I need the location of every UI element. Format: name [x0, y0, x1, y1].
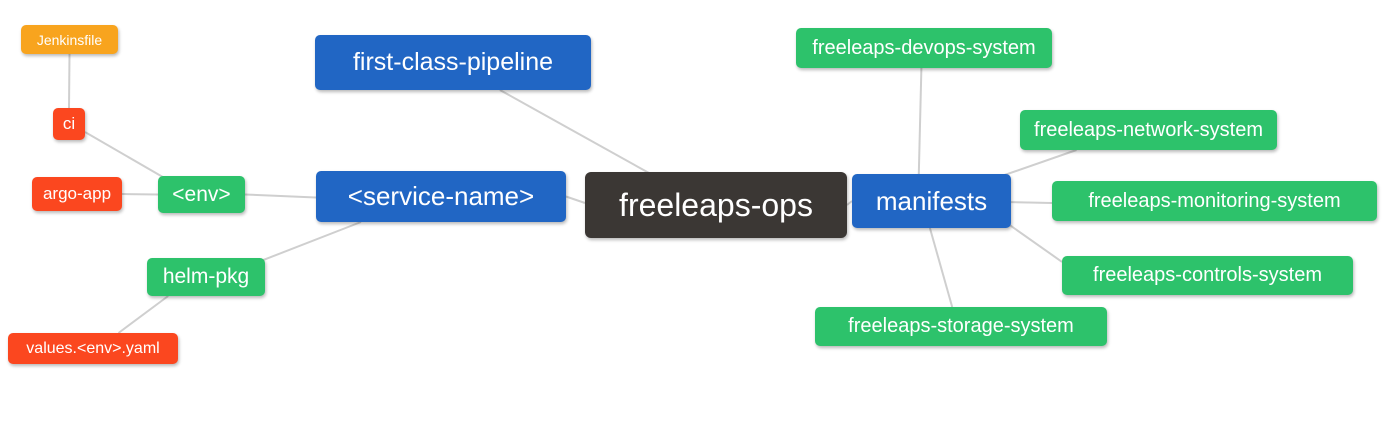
node-label: freeleaps-network-system: [1034, 118, 1263, 141]
node-label: freeleaps-storage-system: [848, 315, 1074, 337]
edge-values-env-yaml--helm-pkg: [117, 295, 169, 334]
node-freeleaps-ops[interactable]: freeleaps-ops: [585, 172, 847, 238]
edge-first-class-pipeline--freeleaps-ops: [499, 89, 654, 177]
node-label: freeleaps-controls-system: [1093, 264, 1322, 286]
node-freeleaps-devops-system[interactable]: freeleaps-devops-system: [796, 28, 1052, 68]
node-freeleaps-network-system[interactable]: freeleaps-network-system: [1020, 110, 1277, 150]
edge-manifests--freeleaps-devops-system: [917, 67, 923, 175]
node-label: manifests: [875, 185, 988, 216]
node-label: ci: [62, 114, 76, 133]
node-values-env-yaml[interactable]: values.<env>.yaml: [8, 333, 178, 364]
node-helm-pkg[interactable]: helm-pkg: [147, 258, 265, 296]
node-label: freeleaps-devops-system: [812, 36, 1036, 59]
node-first-class-pipeline[interactable]: first-class-pipeline: [315, 35, 591, 90]
node-freeleaps-monitoring-system[interactable]: freeleaps-monitoring-system: [1052, 181, 1377, 221]
edge-jenkinsfile--ci: [68, 53, 71, 109]
node-service-name[interactable]: <service-name>: [316, 171, 566, 222]
edge-helm-pkg--service-name: [261, 221, 362, 262]
edge-manifests--freeleaps-monitoring-system: [1010, 201, 1053, 204]
node-freeleaps-storage-system[interactable]: freeleaps-storage-system: [815, 307, 1107, 346]
edge-ci--env: [84, 131, 165, 179]
node-label: values.<env>.yaml: [26, 339, 160, 357]
node-manifests[interactable]: manifests: [852, 174, 1011, 228]
node-argo-app[interactable]: argo-app: [32, 177, 122, 211]
node-label: argo-app: [42, 184, 112, 203]
node-label: first-class-pipeline: [352, 48, 554, 76]
edge-manifests--freeleaps-controls-system: [1005, 221, 1063, 263]
node-label: Jenkinsfile: [36, 31, 103, 48]
node-label: freeleaps-ops: [619, 186, 813, 223]
edge-manifests--freeleaps-storage-system: [928, 227, 954, 308]
edge-service-name--freeleaps-ops: [565, 195, 586, 204]
node-ci[interactable]: ci: [53, 108, 85, 140]
node-label: freeleaps-monitoring-system: [1088, 189, 1341, 212]
edge-argo-app--env: [121, 193, 159, 196]
node-label: <service-name>: [347, 181, 535, 211]
node-label: helm-pkg: [162, 265, 250, 288]
node-label: <env>: [172, 182, 231, 206]
node-freeleaps-controls-system[interactable]: freeleaps-controls-system: [1062, 256, 1353, 295]
node-jenkinsfile[interactable]: Jenkinsfile: [21, 25, 118, 54]
edge-freeleaps-ops--manifests: [846, 200, 853, 206]
edge-env--service-name: [244, 193, 317, 199]
node-env[interactable]: <env>: [158, 176, 245, 213]
